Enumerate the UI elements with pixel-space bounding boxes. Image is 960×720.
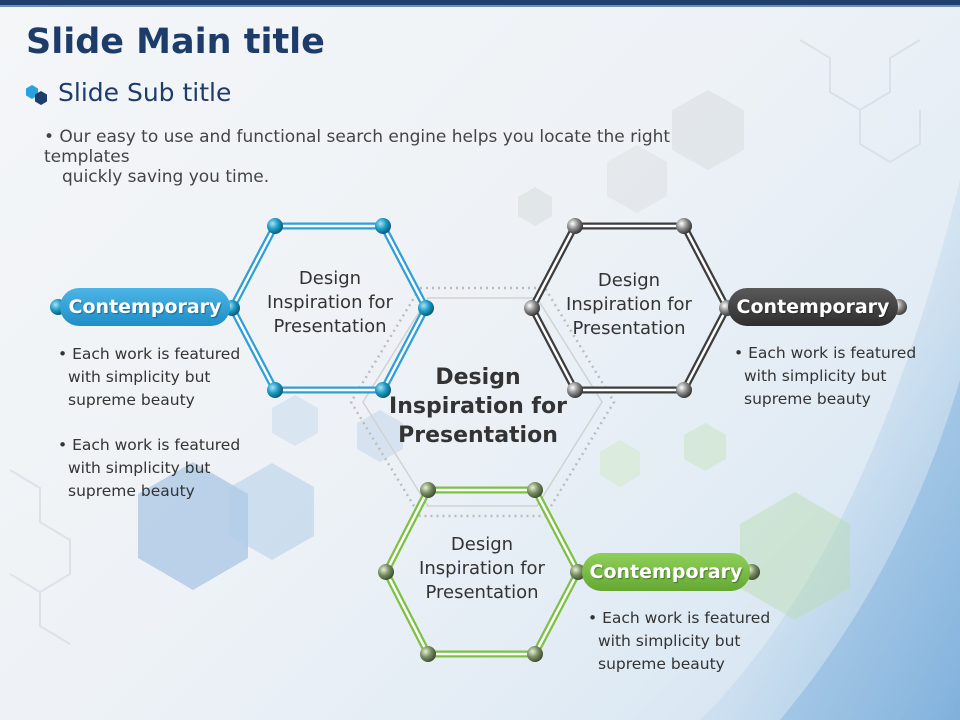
- top-border: [0, 0, 960, 5]
- blue-hexagon-label: Design Inspiration for Presentation: [255, 267, 405, 339]
- hex-label-line: Inspiration for: [267, 292, 393, 313]
- bg-hex-6: [272, 395, 318, 446]
- intro-line-2: quickly saving you time.: [62, 167, 270, 187]
- hex-label-line: Design: [298, 268, 362, 289]
- hex-label-line: Design: [597, 270, 661, 291]
- bg-swoosh-2: [780, 380, 960, 720]
- bg-hex-5: [230, 463, 314, 560]
- bottom-bullets: • Each work is featured with simplicity …: [588, 607, 793, 698]
- slide-title: Slide Main title: [26, 22, 325, 62]
- hex-label-line: Presentation: [425, 582, 539, 603]
- top-border-accent: [0, 5, 960, 7]
- bg-hex-10: [600, 440, 640, 487]
- bg-hex-1: [672, 90, 744, 170]
- pill-label: Contemporary: [589, 561, 743, 583]
- pill-contemporary-blue: Contemporary: [60, 288, 230, 326]
- bg-hex-8: [740, 492, 850, 620]
- pill-label: Contemporary: [68, 296, 222, 318]
- bg-hex-3: [518, 187, 552, 226]
- bg-hex-2: [607, 145, 667, 213]
- center-label: Design Inspiration for Presentation: [378, 363, 578, 450]
- bg-hex-4: [138, 462, 248, 590]
- hexagon-bullet-icon: [26, 85, 47, 105]
- right-bullets: • Each work is featured with simplicity …: [734, 342, 939, 433]
- left-bullets: • Each work is featured with simplicity …: [58, 343, 258, 525]
- bg-swoosh: [700, 180, 960, 720]
- intro-line-1: • Our easy to use and functional search …: [44, 127, 671, 167]
- bullet-item: • Each work is featured with simplicity …: [58, 436, 241, 500]
- bg-hex-9: [684, 423, 726, 471]
- hex-label-line: Inspiration for: [419, 558, 545, 579]
- green-hexagon-label: Design Inspiration for Presentation: [407, 533, 557, 605]
- bullet-item: • Each work is featured with simplicity …: [588, 609, 771, 673]
- gray-hexagon-label: Design Inspiration for Presentation: [554, 269, 704, 341]
- center-label-line: Presentation: [398, 423, 558, 448]
- pill-contemporary-green: Contemporary: [582, 553, 750, 591]
- pill-contemporary-gray: Contemporary: [728, 288, 898, 326]
- hex-label-line: Inspiration for: [566, 294, 692, 315]
- slide-subtitle: Slide Sub title: [58, 78, 232, 107]
- hex-label-line: Presentation: [273, 316, 387, 337]
- bg-molecule-lines: [9, 39, 921, 645]
- pill-label: Contemporary: [736, 296, 890, 318]
- intro-text: • Our easy to use and functional search …: [44, 127, 724, 187]
- hex-label-line: Presentation: [572, 318, 686, 339]
- center-label-line: Design: [435, 365, 521, 390]
- blue-hexagon: [224, 218, 434, 398]
- bullet-item: • Each work is featured with simplicity …: [58, 345, 241, 409]
- center-label-line: Inspiration for: [389, 394, 567, 419]
- hex-label-line: Design: [450, 534, 514, 555]
- bullet-item: • Each work is featured with simplicity …: [734, 344, 917, 408]
